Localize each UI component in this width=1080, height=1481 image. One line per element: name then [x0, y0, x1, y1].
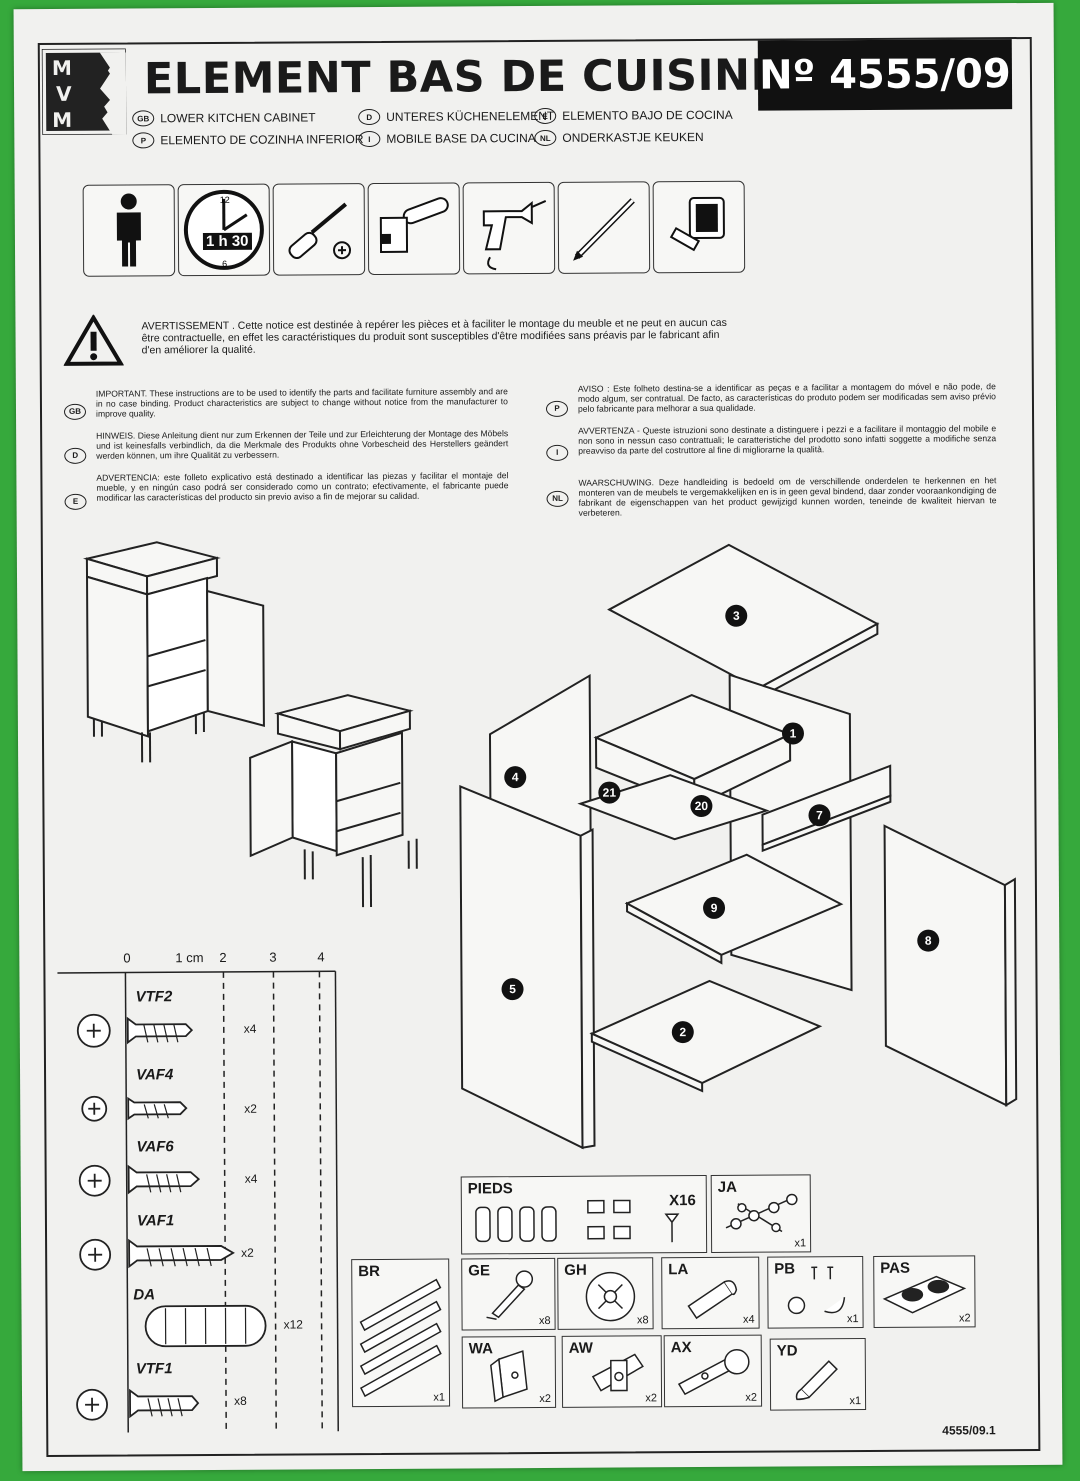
page-title: ELEMENT BAS DE CUISINE [143, 50, 781, 105]
clock-icon: 12 6 1 h 30 [177, 183, 271, 277]
part-badge-20: 20 [690, 794, 713, 818]
warning-text: AVERTISSEMENT . Cette notice est destiné… [141, 316, 727, 357]
hw-qty-vaf4: x2 [244, 1101, 257, 1116]
part-badge-5: 5 [501, 978, 524, 1001]
part-badge-4: 4 [504, 766, 527, 789]
hw-qty-vtf2: x4 [243, 1021, 257, 1036]
note-code-e: E [64, 491, 87, 510]
part-badge-21: 21 [598, 781, 621, 804]
note-d: HINWEIS. Diese Anleitung dient nur zum E… [96, 428, 509, 461]
hw-qty-vtf1: x8 [234, 1393, 247, 1408]
scale-1cm: 1 cm [175, 950, 204, 966]
hw-code-da: DA [133, 1286, 156, 1304]
hw-box-yd: YD x1 [769, 1338, 867, 1411]
hammer-icon [367, 182, 461, 276]
hw-box-gh: GH x8 [557, 1257, 654, 1330]
scale-2: 2 [219, 949, 227, 965]
hw-box-pieds: PIEDS X16 [460, 1174, 708, 1255]
hw-qty-vaf1: x2 [241, 1245, 254, 1260]
note-gb: IMPORTANT. These instructions are to be … [95, 386, 508, 419]
hw-box-br: BR x1 [351, 1258, 451, 1408]
hardware-scale-panel [57, 970, 339, 1433]
note-code-nl: NL [546, 488, 569, 507]
hw-box-pb: PB x1 [767, 1256, 864, 1329]
tape-measure-icon [652, 180, 746, 274]
svg-text:M: M [52, 56, 72, 80]
part-badge-9: 9 [702, 896, 726, 919]
hw-box-wa: WA x2 [461, 1335, 557, 1409]
footer-code: 4555/09.1 [942, 1423, 996, 1438]
hw-code-vtf2: VTF2 [135, 988, 173, 1006]
hw-box-ax: AX x2 [663, 1334, 763, 1408]
note-p: AVISO : Este folheto destina-se a identi… [577, 381, 996, 414]
hw-code-vaf4: VAF4 [136, 1066, 174, 1084]
pencil-icon [557, 181, 651, 274]
mvm-logo: M V M [41, 48, 127, 136]
note-i: AVVERTENZA - Queste istruzioni sono dest… [578, 423, 997, 456]
hw-box-ja: JA x1 [710, 1174, 812, 1253]
hw-code-vaf6: VAF6 [136, 1138, 174, 1156]
reference-number: Nº 4555/09 [757, 39, 1013, 111]
assembled-cabinet-illustrations [82, 541, 418, 908]
note-code-i: I [546, 442, 569, 461]
screwdriver-icon [272, 183, 366, 276]
hw-box-aw: AW x2 [561, 1335, 663, 1408]
scale-0: 0 [123, 950, 131, 966]
part-badge-3: 3 [725, 604, 748, 627]
instruction-sheet: M V M ELEMENT BAS DE CUISINE Nº 4555/09 … [13, 2, 1063, 1472]
note-code-gb: GB [63, 401, 87, 420]
svg-text:6: 6 [222, 259, 227, 269]
hw-box-pas: PAS x2 [873, 1255, 976, 1328]
svg-text:12: 12 [220, 195, 230, 205]
hw-box-ge: GE x8 [461, 1257, 556, 1331]
svg-text:M: M [52, 108, 72, 132]
tools-row: 1 12 6 1 h 30 [82, 180, 746, 277]
drill-icon [462, 181, 556, 275]
hw-box-la: LA x4 [661, 1256, 760, 1330]
warning-icon [63, 314, 124, 366]
part-badge-1: 1 [781, 722, 805, 745]
scale-3: 3 [269, 949, 277, 965]
note-e: ADVERTENCIA: este folleto explicativo es… [96, 470, 509, 503]
note-code-p: P [545, 398, 569, 417]
part-badge-8: 8 [917, 929, 940, 952]
hw-code-vaf1: VAF1 [136, 1212, 175, 1230]
scale-4: 4 [317, 949, 325, 965]
person-icon: 1 [82, 184, 176, 277]
hw-code-vtf1: VTF1 [135, 1360, 173, 1378]
part-badge-7: 7 [808, 804, 831, 827]
hw-qty-vaf6: x4 [244, 1171, 258, 1186]
hw-qty-da: x12 [283, 1317, 303, 1332]
note-nl: WAARSCHUWING. Deze handleiding is bedoel… [578, 475, 997, 518]
part-badge-2: 2 [671, 1021, 694, 1044]
svg-text:V: V [56, 82, 72, 106]
note-code-d: D [64, 445, 87, 464]
exploded-view-diagram [459, 543, 1018, 1150]
time-label: 1 h 30 [202, 232, 252, 251]
